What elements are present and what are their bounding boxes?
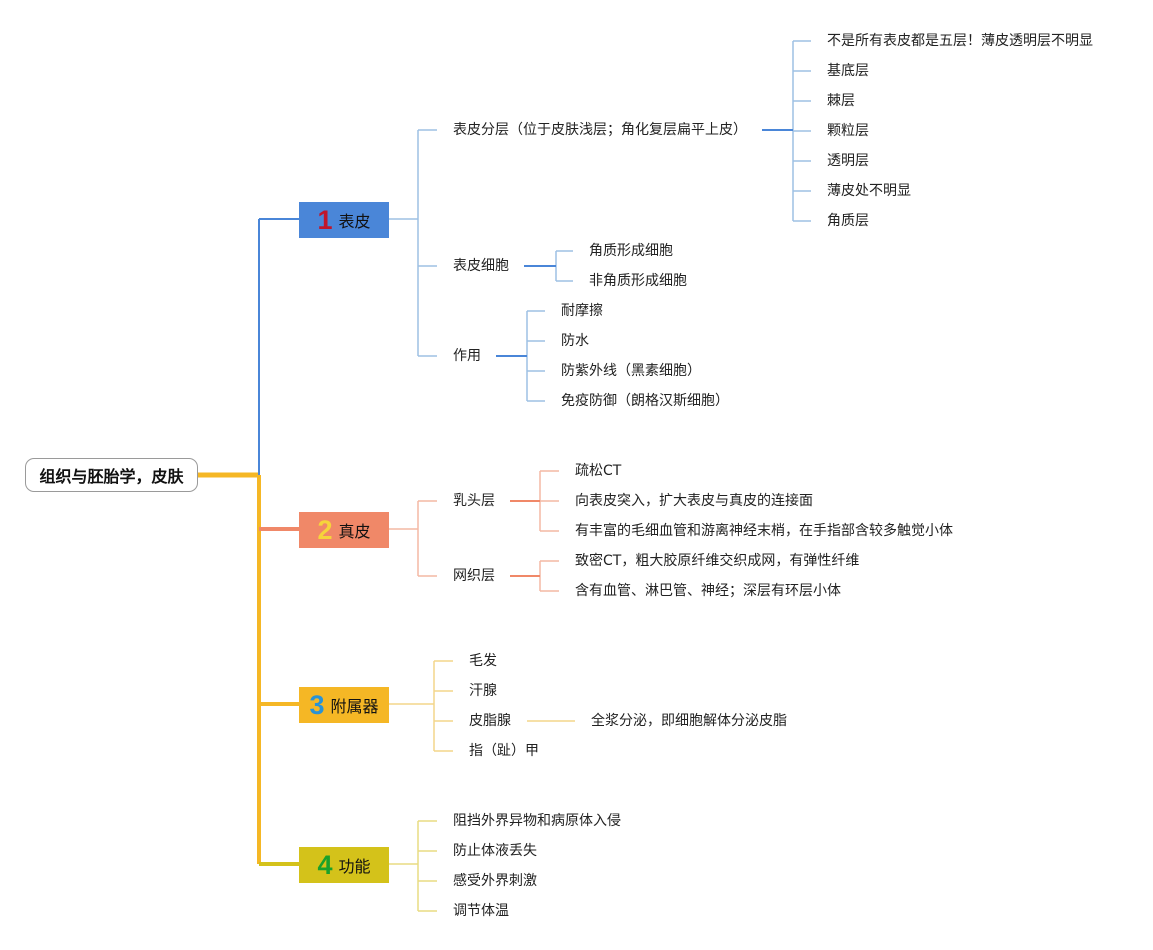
sebaceous-detail[interactable]: 全浆分泌，即细胞解体分泌皮脂	[591, 713, 787, 729]
skin-function-item[interactable]: 阻挡外界异物和病原体入侵	[453, 813, 621, 829]
epidermis-layers-node[interactable]: 表皮分层（位于皮肤浅层；角化复层扁平上皮）	[453, 122, 747, 138]
epidermis-function-node[interactable]: 作用	[453, 348, 481, 364]
cell-item[interactable]: 非角质形成细胞	[589, 273, 687, 289]
branch-label: 真皮	[338, 522, 371, 541]
root-label: 组织与胚胎学，皮肤	[39, 467, 184, 486]
appendage-item[interactable]: 皮脂腺	[469, 713, 511, 729]
reticular-item[interactable]: 含有血管、淋巴管、神经；深层有环层小体	[575, 583, 841, 599]
reticular-layer-node[interactable]: 网织层	[453, 568, 495, 584]
branch-functions[interactable]: 4 功能	[299, 847, 389, 883]
branch-number-1: 1	[317, 205, 333, 235]
branch-label: 功能	[338, 857, 371, 876]
branch-number-3: 3	[309, 690, 325, 720]
branch-label: 附属器	[330, 697, 379, 716]
papillary-item[interactable]: 疏松CT	[575, 463, 622, 479]
appendage-item[interactable]: 指（趾）甲	[469, 743, 539, 759]
layer-item[interactable]: 基底层	[827, 63, 869, 79]
layer-item[interactable]: 薄皮处不明显	[827, 183, 911, 199]
layer-item[interactable]: 不是所有表皮都是五层！薄皮透明层不明显	[827, 33, 1093, 49]
branch-number-2: 2	[317, 515, 333, 545]
root-node[interactable]: 组织与胚胎学，皮肤	[25, 458, 198, 492]
function-item[interactable]: 免疫防御（朗格汉斯细胞）	[561, 393, 729, 409]
function-item[interactable]: 耐摩擦	[561, 303, 603, 319]
skin-function-item[interactable]: 调节体温	[453, 903, 509, 919]
layer-item[interactable]: 角质层	[827, 213, 869, 229]
branch-appendages[interactable]: 3 附属器	[299, 687, 389, 723]
function-item[interactable]: 防紫外线（黑素细胞）	[561, 363, 701, 379]
skin-function-item[interactable]: 防止体液丢失	[453, 843, 537, 859]
epidermis-cells-node[interactable]: 表皮细胞	[453, 258, 509, 274]
layer-item[interactable]: 透明层	[827, 153, 869, 169]
layer-item[interactable]: 颗粒层	[827, 123, 869, 139]
function-item[interactable]: 防水	[561, 333, 589, 349]
reticular-item[interactable]: 致密CT，粗大胶原纤维交织成网，有弹性纤维	[575, 553, 860, 569]
appendage-item[interactable]: 毛发	[469, 653, 497, 669]
appendage-item[interactable]: 汗腺	[469, 683, 497, 699]
layer-item[interactable]: 棘层	[827, 93, 855, 109]
branch-dermis[interactable]: 2 真皮	[299, 512, 389, 548]
cell-item[interactable]: 角质形成细胞	[589, 243, 673, 259]
branch-epidermis[interactable]: 1 表皮	[299, 202, 389, 238]
skin-function-item[interactable]: 感受外界刺激	[453, 873, 537, 889]
papillary-item[interactable]: 有丰富的毛细血管和游离神经末梢，在手指部含较多触觉小体	[575, 523, 953, 539]
papillary-layer-node[interactable]: 乳头层	[453, 493, 495, 509]
branch-label: 表皮	[338, 212, 371, 231]
branch-number-4: 4	[317, 850, 333, 880]
papillary-item[interactable]: 向表皮突入，扩大表皮与真皮的连接面	[575, 493, 813, 509]
